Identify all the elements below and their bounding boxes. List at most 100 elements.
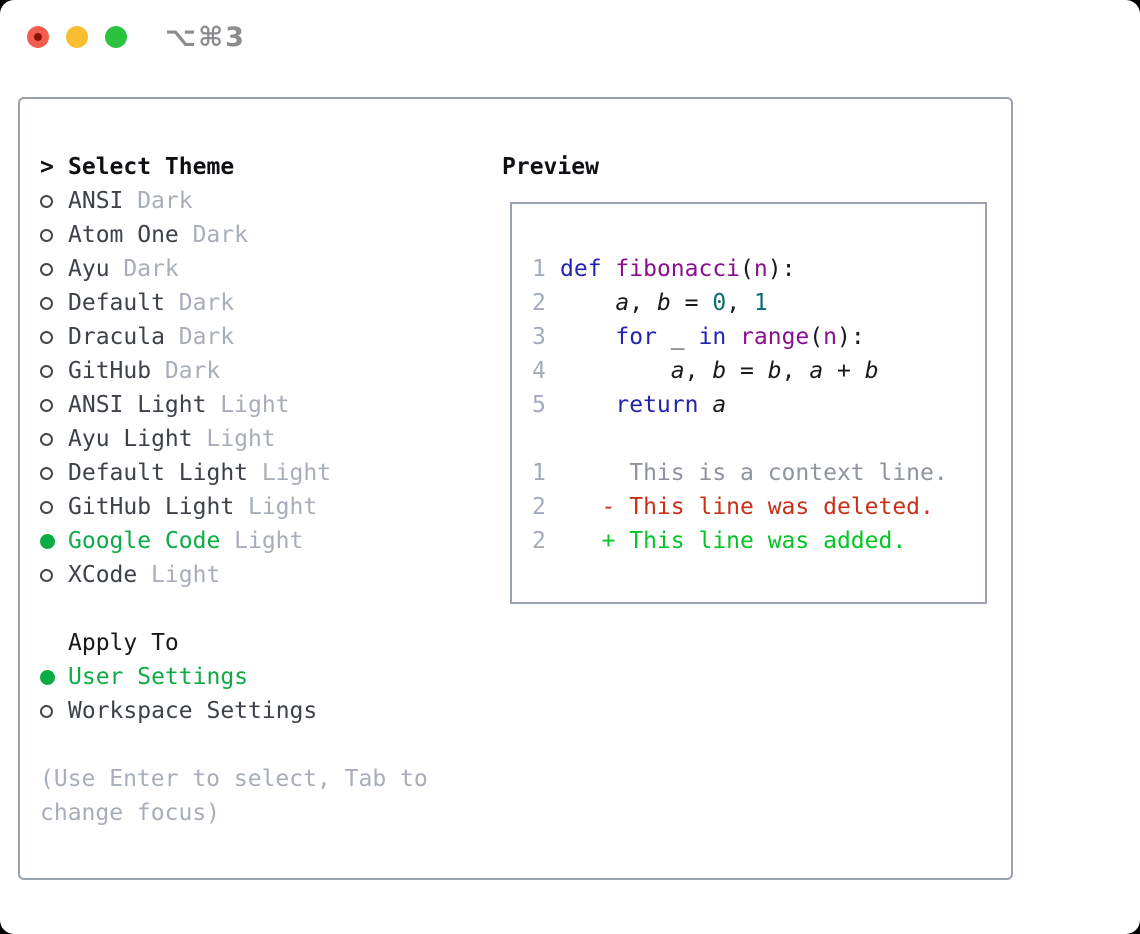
item-variant-tag: Light [247, 494, 318, 520]
theme-item[interactable]: Dracula Dark [40, 320, 428, 354]
radio-icon [40, 296, 68, 310]
prompt-icon: > [40, 154, 54, 180]
item-variant-tag: Dark [178, 290, 235, 316]
radio-icon [40, 398, 68, 412]
radio-icon [40, 194, 68, 208]
item-label: ANSI [68, 188, 124, 214]
radio-icon [40, 330, 68, 344]
code-content: a, b = 0, 1 [615, 290, 768, 316]
radio-selected-icon [40, 669, 68, 685]
apply-option[interactable]: User Settings [40, 660, 428, 694]
theme-item[interactable]: ANSI Light Light [40, 388, 428, 422]
zoom-button-icon[interactable] [105, 26, 127, 48]
item-variant-tag: Dark [137, 188, 193, 214]
radio-icon [40, 228, 68, 242]
line-number: 4 [532, 358, 546, 384]
item-variant-tag: Light [220, 392, 290, 418]
hint-line: change focus) [40, 800, 221, 826]
item-label: User Settings [68, 664, 249, 690]
radio-icon [40, 262, 68, 276]
diff-content: + This line was added. [560, 528, 907, 554]
theme-item[interactable]: Google Code Light [40, 524, 428, 558]
theme-item[interactable]: GitHub Dark [40, 354, 428, 388]
apply-to-header: Apply To [40, 626, 428, 660]
item-label: GitHub [68, 358, 152, 384]
item-label: Workspace Settings [68, 698, 318, 724]
item-label: Atom One [68, 222, 179, 248]
diff-preview: 1 This is a context line.2 - This line w… [532, 456, 985, 558]
theme-item[interactable]: Ayu Dark [40, 252, 428, 286]
item-variant-tag: Light [151, 562, 221, 588]
item-variant-tag: Light [261, 460, 332, 486]
radio-icon [40, 704, 68, 718]
theme-item[interactable]: ANSI Dark [40, 184, 428, 218]
apply-option[interactable]: Workspace Settings [40, 694, 428, 728]
code-content: def fibonacci(n): [560, 256, 796, 282]
code-content: for _ in range(n): [615, 324, 865, 350]
radio-icon [40, 568, 68, 582]
item-variant-tag: Light [234, 528, 304, 554]
diff-line-context: 1 This is a context line. [532, 456, 985, 490]
theme-item[interactable]: GitHub Light Light [40, 490, 428, 524]
code-line: 1 def fibonacci(n): [532, 252, 985, 286]
code-content: return a [615, 392, 727, 418]
theme-list-title: Select Theme [68, 154, 235, 180]
code-line: 2 a, b = 0, 1 [532, 286, 985, 320]
diff-content: - This line was deleted. [560, 494, 934, 520]
line-number: 1 [532, 256, 546, 282]
theme-item[interactable]: Default Dark [40, 286, 428, 320]
diff-line-added: 2 + This line was added. [532, 524, 985, 558]
code-line: 3 for _ in range(n): [532, 320, 985, 354]
titlebar: ⌥⌘3 [0, 0, 1140, 74]
line-number: 5 [532, 392, 546, 418]
diff-content: This is a context line. [560, 460, 948, 486]
window-shortcut-label: ⌥⌘3 [165, 22, 246, 53]
item-label: Ayu Light [68, 426, 193, 452]
item-variant-tag: Light [206, 426, 276, 452]
item-variant-tag: Dark [123, 256, 179, 282]
code-line: 5 return a [532, 388, 985, 422]
hint-line: (Use Enter to select, Tab to [40, 766, 428, 792]
item-label: Google Code [68, 528, 221, 554]
radio-icon [40, 466, 68, 480]
preview-title: Preview [502, 154, 599, 180]
apply-to-title: Apply To [68, 630, 179, 656]
minimize-button-icon[interactable] [66, 26, 88, 48]
item-variant-tag: Dark [164, 358, 221, 384]
line-number: 2 [532, 290, 546, 316]
line-number: 3 [532, 324, 546, 350]
spacer [40, 592, 428, 626]
item-variant-tag: Dark [178, 324, 235, 350]
code-content: a, b = b, a + b [670, 358, 879, 384]
close-button-icon[interactable] [27, 26, 49, 48]
theme-list-header: > Select Theme [40, 150, 428, 184]
spacer [40, 728, 428, 762]
line-number: 1 [532, 460, 546, 486]
hint-text: (Use Enter to select, Tab to change focus… [40, 762, 428, 830]
code-line: 4 a, b = b, a + b [532, 354, 985, 388]
radio-icon [40, 500, 68, 514]
item-label: Default [68, 290, 165, 316]
line-number: 2 [532, 494, 546, 520]
theme-item[interactable]: XCode Light [40, 558, 428, 592]
line-number: 2 [532, 528, 546, 554]
item-label: GitHub Light [68, 494, 235, 520]
radio-icon [40, 432, 68, 446]
radio-icon [40, 364, 68, 378]
item-label: Ayu [68, 256, 110, 282]
radio-selected-icon [40, 533, 68, 549]
theme-item[interactable]: Ayu Light Light [40, 422, 428, 456]
item-label: XCode [68, 562, 138, 588]
diff-line-deleted: 2 - This line was deleted. [532, 490, 985, 524]
item-label: Dracula [68, 324, 165, 350]
item-label: ANSI Light [68, 392, 207, 418]
